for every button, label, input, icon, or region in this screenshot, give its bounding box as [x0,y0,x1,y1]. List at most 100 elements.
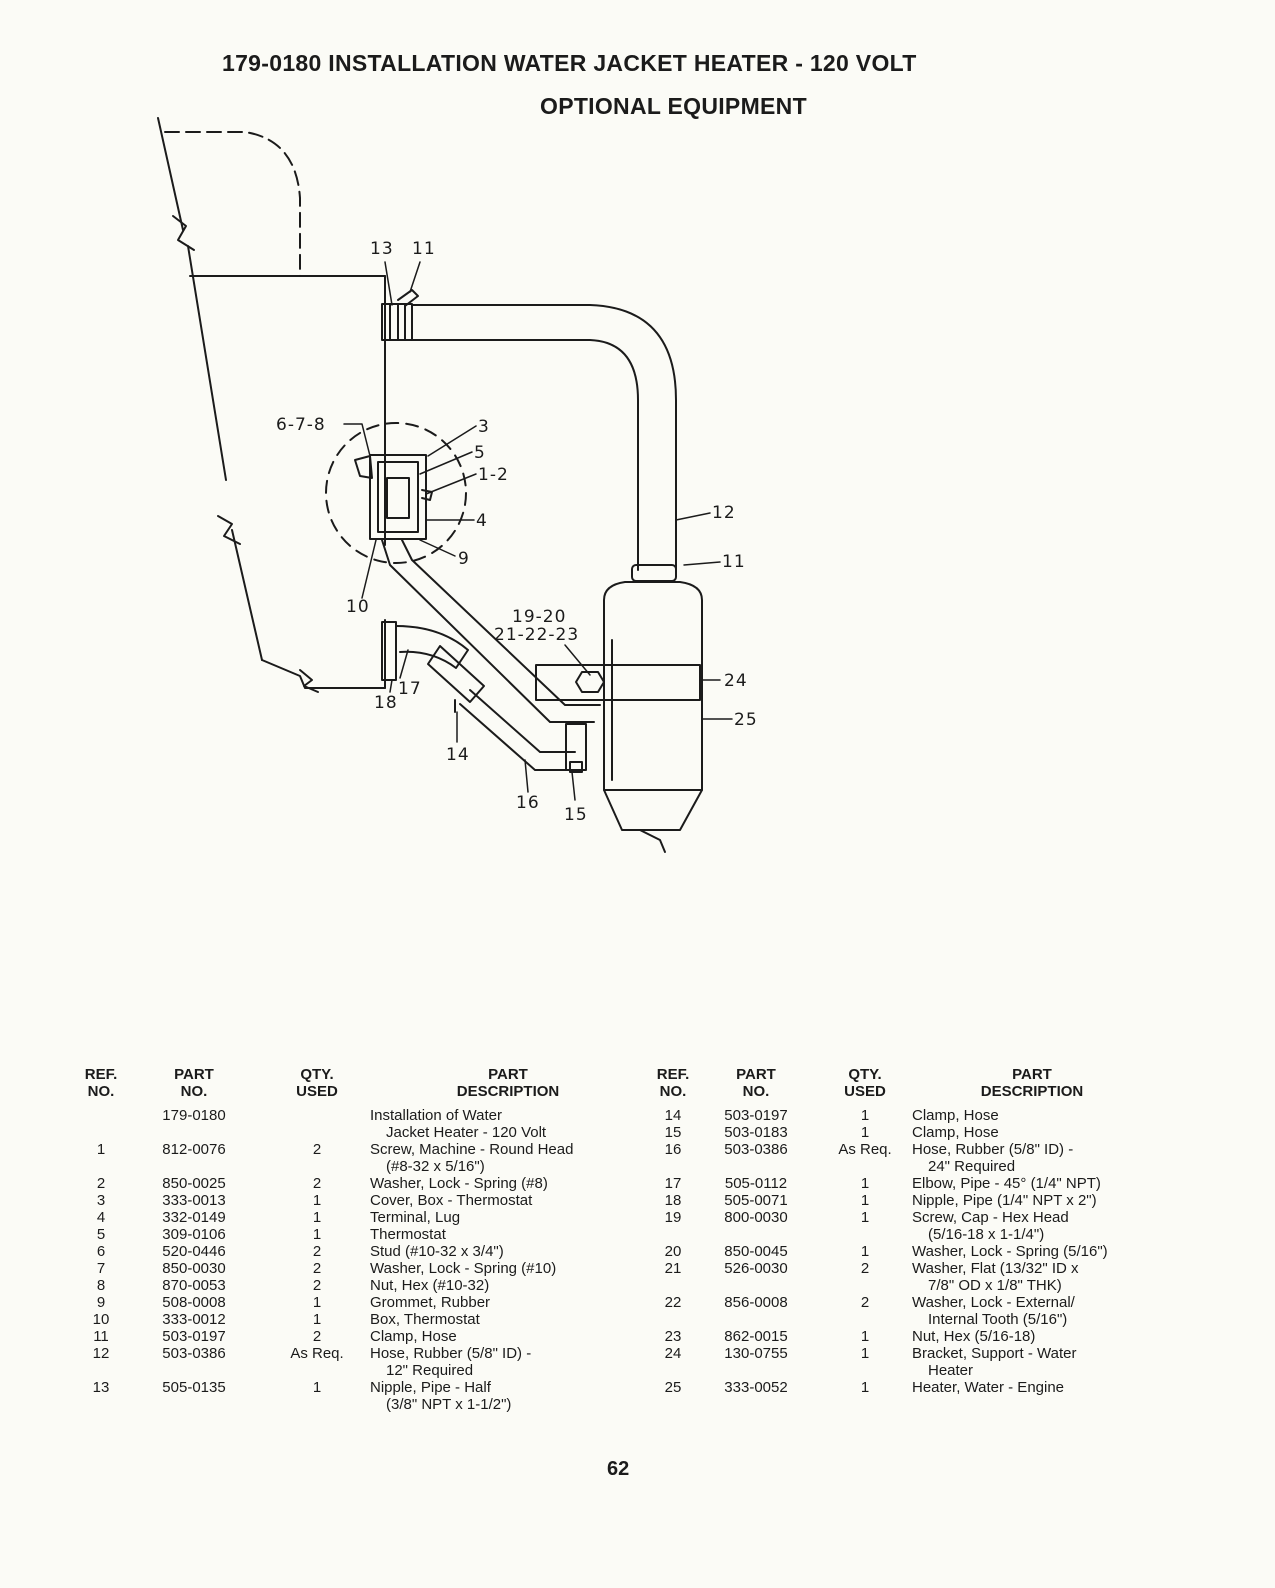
description-cell: Terminal, Lug [370,1209,646,1226]
ref-cell: 23 [664,1328,682,1345]
description-line: Terminal, Lug [370,1209,461,1226]
description-line: Nipple, Pipe (1/4" NPT x 2") [912,1192,1097,1209]
qty-cell: 1 [860,1107,870,1124]
ref-cell: 16 [664,1141,682,1158]
description-cell: Box, Thermostat [370,1311,646,1328]
qty-cell: 1 [860,1175,870,1192]
callout-11-top: 11 [412,239,436,259]
callout-24: 24 [724,671,748,691]
description-continuation: 24" Required [928,1158,1016,1175]
ref-cell: 18 [664,1192,682,1209]
ref-cell: 7 [96,1260,106,1277]
ref-cell: 19 [664,1209,682,1226]
qty-cell: 2 [312,1328,322,1345]
qty-cell: 2 [312,1175,322,1192]
header-qty: QTY.USED [296,1066,338,1100]
description-continuation: (#8-32 x 5/16") [386,1158,485,1175]
qty-cell: 1 [312,1209,322,1226]
ref-cell: 12 [92,1345,110,1362]
lower-hose [381,539,601,723]
part-no-cell: 508-0008 [162,1294,226,1311]
callout-17: 17 [398,679,422,699]
ref-cell: 13 [92,1379,110,1396]
ref-cell: 10 [92,1311,110,1328]
callout-1-2: 1-2 [478,465,509,485]
lower-hose-16 [459,689,576,771]
description-cell: Stud (#10-32 x 3/4") [370,1243,646,1260]
description-continuation: (5/16-18 x 1-1/4") [928,1226,1045,1243]
part-no-cell: 870-0053 [162,1277,226,1294]
description-line: Washer, Lock - Spring (#10) [370,1260,557,1277]
description-cell: Elbow, Pipe - 45° (1/4" NPT) [912,1175,1152,1192]
part-no-cell: 179-0180 [162,1107,226,1124]
page-title: 179-0180 INSTALLATION WATER JACKET HEATE… [222,50,917,76]
callout-15: 15 [564,805,588,825]
description-continuation: (3/8" NPT x 1-1/2") [386,1396,512,1413]
qty-cell: 1 [860,1379,870,1396]
ref-cell: 17 [664,1175,682,1192]
description-line: Thermostat [370,1226,446,1243]
description-line: Nipple, Pipe - Half [370,1379,491,1396]
description-cell: Screw, Cap - Hex Head(5/16-18 x 1-1/4") [912,1209,1152,1243]
qty-cell: 2 [312,1277,322,1294]
description-continuation: 7/8" OD x 1/8" THK) [928,1277,1062,1294]
qty-cell [264,1107,370,1141]
ref-cell: 15 [664,1124,682,1141]
ref-cell: 4 [96,1209,106,1226]
part-no-cell: 503-0197 [162,1328,226,1345]
part-no-cell: 526-0030 [724,1260,788,1277]
thermostat-box [354,454,433,540]
callout-14: 14 [446,745,470,765]
description-line: Nut, Hex (5/16-18) [912,1328,1036,1345]
part-no-cell: 130-0755 [724,1345,788,1362]
water-heater [603,564,703,853]
installation-diagram: 13 11 6-7-8 3 5 1-2 4 9 10 12 11 19-20 2… [157,117,758,853]
description-cell: Clamp, Hose [912,1107,1152,1124]
part-no-cell: 812-0076 [162,1141,226,1158]
description-continuation: Internal Tooth (5/16") [928,1311,1068,1328]
callout-11-mid: 11 [722,552,746,572]
page-subtitle: OPTIONAL EQUIPMENT [540,93,807,119]
part-no-cell: 333-0013 [162,1192,226,1209]
callout-4: 4 [476,511,488,531]
hose-clamp-15 [565,723,587,773]
callout-10: 10 [346,597,370,617]
ref-cell: 22 [664,1294,682,1311]
qty-cell: 2 [312,1260,322,1277]
description-line: Elbow, Pipe - 45° (1/4" NPT) [912,1175,1101,1192]
description-line: Box, Thermostat [370,1311,480,1328]
callout-25: 25 [734,710,758,730]
callout-18: 18 [374,693,398,713]
part-no-cell: 333-0052 [724,1379,788,1396]
lower-pipe-elbow [381,621,485,703]
header-ref: REF.NO. [656,1066,690,1100]
description-cell: Nipple, Pipe - Half(3/8" NPT x 1-1/2") [370,1379,646,1413]
callout-19-20: 19-20 [512,607,566,627]
ref-cell: 20 [664,1243,682,1260]
part-no-cell: 520-0446 [162,1243,226,1260]
description-line: Screw, Machine - Round Head [370,1141,574,1158]
part-no-cell: 503-0386 [162,1345,226,1362]
description-cell: Heater, Water - Engine [912,1379,1152,1396]
thermostat-detail-circle [325,422,467,564]
description-cell: Washer, Lock - Spring (5/16") [912,1243,1152,1260]
description-cell: Cover, Box - Thermostat [370,1192,646,1209]
part-no-cell: 505-0135 [162,1379,226,1396]
ref-cell: 24 [664,1345,682,1362]
ref-cell: 3 [96,1192,106,1209]
